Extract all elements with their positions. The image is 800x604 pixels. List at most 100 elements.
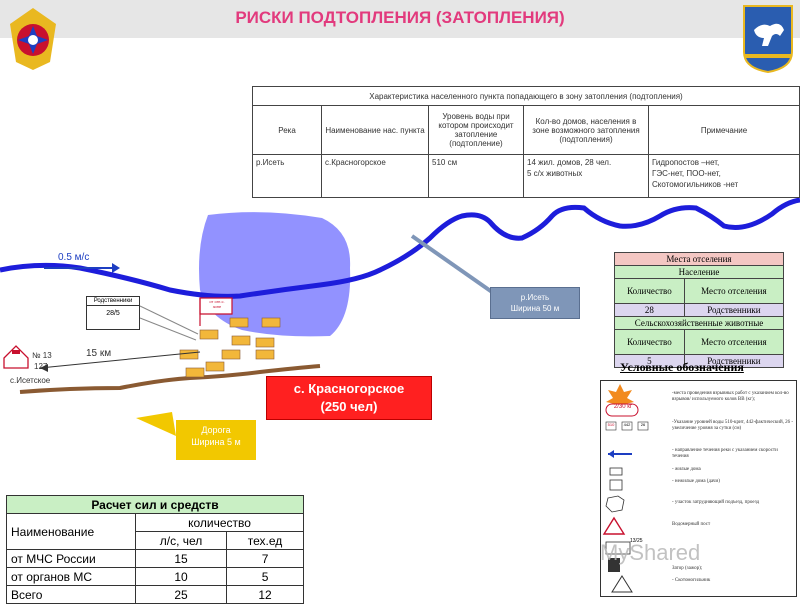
legend-symbols bbox=[602, 384, 649, 593]
forces-col-qty: количество bbox=[135, 513, 304, 532]
header-houses: Кол-во домов, населения в зоне возможног… bbox=[523, 105, 649, 155]
forces-sub-tech: тех.ед bbox=[226, 531, 304, 550]
forces-col-name: Наименование bbox=[6, 513, 136, 550]
evac-place-label: Место отселения bbox=[683, 278, 785, 304]
cell-houses-line2: 5 с/х животных bbox=[527, 169, 583, 178]
cell-note-line2: ГЭС-нет, ПОО-нет, bbox=[652, 169, 721, 178]
house-number-label: № 13 bbox=[32, 351, 52, 360]
blast-value: 2/30 кг bbox=[613, 404, 633, 410]
legend-item-flow: - направление течения реки с указанием с… bbox=[672, 448, 778, 459]
legend-item-blast: -места проведения взрывных работ с указа… bbox=[672, 391, 789, 402]
house bbox=[185, 367, 205, 378]
level-box bbox=[637, 421, 649, 431]
cell-note: Гидропостов –нет, ГЭС-нет, ПОО-нет, Скот… bbox=[648, 154, 800, 198]
jam-icon bbox=[605, 541, 631, 555]
river-label-line2: Ширина 50 м bbox=[510, 304, 560, 313]
speed-arrow-head bbox=[112, 263, 120, 273]
gauge-post-icon bbox=[602, 516, 626, 535]
coat-of-arms bbox=[743, 5, 793, 74]
header-level: Уровень воды при котором происходит зато… bbox=[428, 105, 524, 155]
burial-icon bbox=[611, 575, 633, 593]
header-band bbox=[0, 0, 800, 38]
marker-text-line2: зоне bbox=[212, 304, 222, 309]
evac-qty-label-2: Количество bbox=[614, 329, 685, 355]
cell-houses-line1: 14 жил. домов, 28 чел. bbox=[527, 158, 612, 167]
relatives-line bbox=[139, 317, 197, 341]
evac-population-qty: 28 bbox=[614, 303, 685, 317]
header-river: Река bbox=[252, 105, 322, 155]
house bbox=[261, 317, 281, 328]
table-row: Всего 25 12 bbox=[6, 585, 304, 604]
evac-population-place: Родственники bbox=[683, 303, 785, 317]
dacha-icon bbox=[609, 479, 623, 491]
legend-n-label: 13/25 bbox=[630, 538, 643, 544]
evac-animals-place: Родственники bbox=[683, 354, 785, 368]
blast-value-badge bbox=[605, 403, 639, 417]
forces-row-tech: 12 bbox=[226, 585, 304, 604]
house bbox=[231, 335, 251, 346]
marker-flag-text: от огн.с. зоне bbox=[202, 299, 232, 309]
river-label: р.Исеть Ширина 50 м bbox=[490, 287, 580, 319]
road-callout-pointer bbox=[136, 412, 176, 436]
evacuation-table: Места отселения Население Количество Мес… bbox=[614, 252, 785, 368]
evac-population-label: Население bbox=[614, 265, 784, 279]
village-label: с. Красногорское (250 чел) bbox=[266, 376, 432, 420]
distance-arrow-line bbox=[39, 351, 201, 369]
marker-text-line1: от огн.с. bbox=[209, 299, 225, 304]
jam-block-icon bbox=[608, 558, 620, 572]
house bbox=[229, 317, 249, 328]
forces-row-people: 10 bbox=[134, 567, 228, 586]
speed-label: 0.5 м/с bbox=[58, 252, 90, 263]
level-value-actual: 442 bbox=[623, 422, 631, 427]
blast-icon bbox=[606, 384, 634, 412]
house bbox=[179, 349, 199, 360]
river-callout-line bbox=[410, 234, 494, 294]
road-label-line1: Дорога bbox=[201, 425, 231, 435]
evac-animals-label: Сельскохозяйственные животные bbox=[614, 316, 784, 330]
forces-row-name: от органов МС bbox=[6, 567, 136, 586]
cell-settlement: с.Красногорское bbox=[321, 154, 429, 198]
river-label-line1: р.Исеть bbox=[520, 293, 550, 302]
evac-qty-label: Количество bbox=[614, 278, 685, 304]
house bbox=[255, 337, 275, 348]
distance-arrow-head bbox=[40, 364, 48, 372]
characteristics-table: Характеристика населенного пункта попада… bbox=[252, 86, 800, 198]
evac-animals-qty: 5 bbox=[614, 354, 685, 368]
relatives-box-title: Родственники bbox=[87, 297, 139, 306]
house bbox=[255, 349, 275, 360]
neighbor-village-label: с.Исетское bbox=[10, 376, 51, 385]
river-iset bbox=[0, 197, 800, 299]
obstacle-icon bbox=[605, 495, 625, 513]
legend-item-obstacle: - участок затрудняющий подъезд, проезд bbox=[672, 500, 760, 505]
watermark: MyShared bbox=[600, 540, 701, 565]
cell-houses: 14 жил. домов, 28 чел. 5 с/х животных bbox=[523, 154, 649, 198]
neighbor-house-roof bbox=[12, 350, 20, 354]
neighbor-house-icon bbox=[3, 345, 29, 369]
house-count-label: 127 bbox=[34, 362, 48, 371]
cell-river: р.Исеть bbox=[252, 154, 322, 198]
table-row: от МЧС России 15 7 bbox=[6, 549, 304, 568]
legend-item-levels: -Указание уровней воды 510-крит, 442-фак… bbox=[672, 420, 794, 431]
houses-group bbox=[179, 317, 281, 378]
legend-item-dachas: - нежилые дома (дачи) bbox=[672, 479, 720, 484]
village-name: с. Красногорское bbox=[293, 381, 405, 396]
house bbox=[221, 349, 241, 360]
distance-label: 15 км bbox=[86, 348, 112, 359]
legend-item-burial: - Скотомогильник bbox=[672, 578, 711, 583]
road bbox=[19, 364, 321, 394]
table-row: от органов МС 10 5 bbox=[6, 567, 304, 586]
flow-arrow-head bbox=[608, 450, 614, 458]
char-table-caption: Характеристика населенного пункта попада… bbox=[252, 86, 800, 106]
relatives-line bbox=[139, 305, 199, 335]
road-label: Дорога Ширина 5 м bbox=[176, 420, 256, 460]
house-icon bbox=[609, 467, 623, 476]
forces-row-people: 15 bbox=[134, 549, 228, 568]
evac-title: Места отселения bbox=[614, 252, 784, 266]
header-settlement: Наименование нас. пункта bbox=[321, 105, 429, 155]
level-value-critical: 510 bbox=[607, 422, 615, 427]
header-note: Примечание bbox=[648, 105, 800, 155]
page-title: РИСКИ ПОДТОПЛЕНИЯ (ЗАТОПЛЕНИЯ) bbox=[235, 8, 565, 27]
legend-item-jam: Затор (зажор); bbox=[672, 566, 703, 571]
flood-zone bbox=[199, 212, 351, 337]
